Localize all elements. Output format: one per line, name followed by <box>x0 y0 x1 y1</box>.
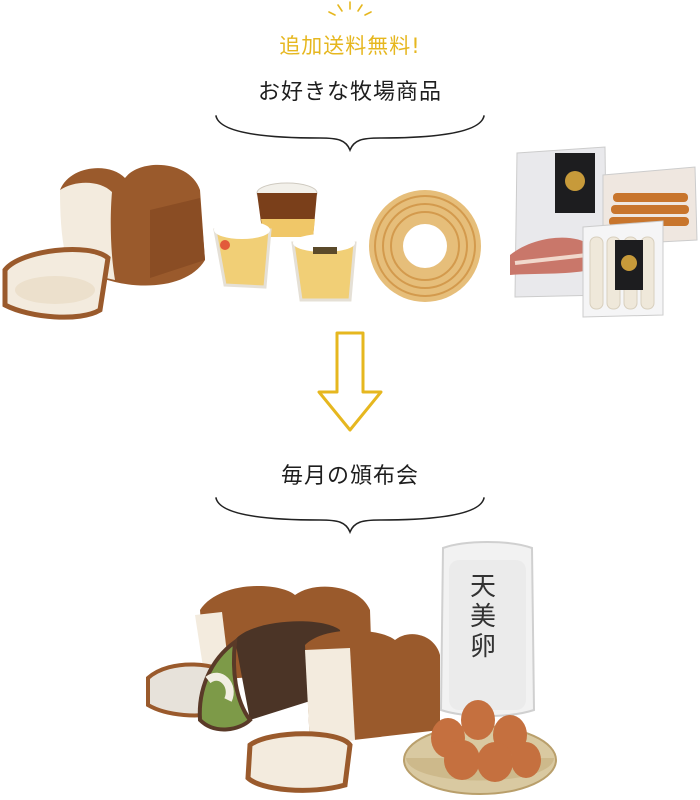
egg-pack-image <box>439 541 536 717</box>
brace-icon <box>215 497 485 534</box>
bread-assortment-image <box>146 585 440 793</box>
free-shipping-headline: 追加送料無料! <box>279 34 421 58</box>
baumkuchen-image <box>369 190 481 302</box>
bread-loaf-image <box>2 164 205 320</box>
choice-heading: お好きな牧場商品 <box>257 80 442 105</box>
sparkle-icon <box>328 1 372 16</box>
brace-icon <box>215 115 485 152</box>
pudding-cups-image <box>213 182 357 302</box>
egg-brand-label: 天美卵 <box>469 572 496 662</box>
subscription-heading: 毎月の頒布会 <box>280 464 419 489</box>
egg-basket-image <box>403 700 557 795</box>
down-arrow-icon <box>317 331 383 432</box>
bacon-sausage-pack-image <box>510 146 698 318</box>
